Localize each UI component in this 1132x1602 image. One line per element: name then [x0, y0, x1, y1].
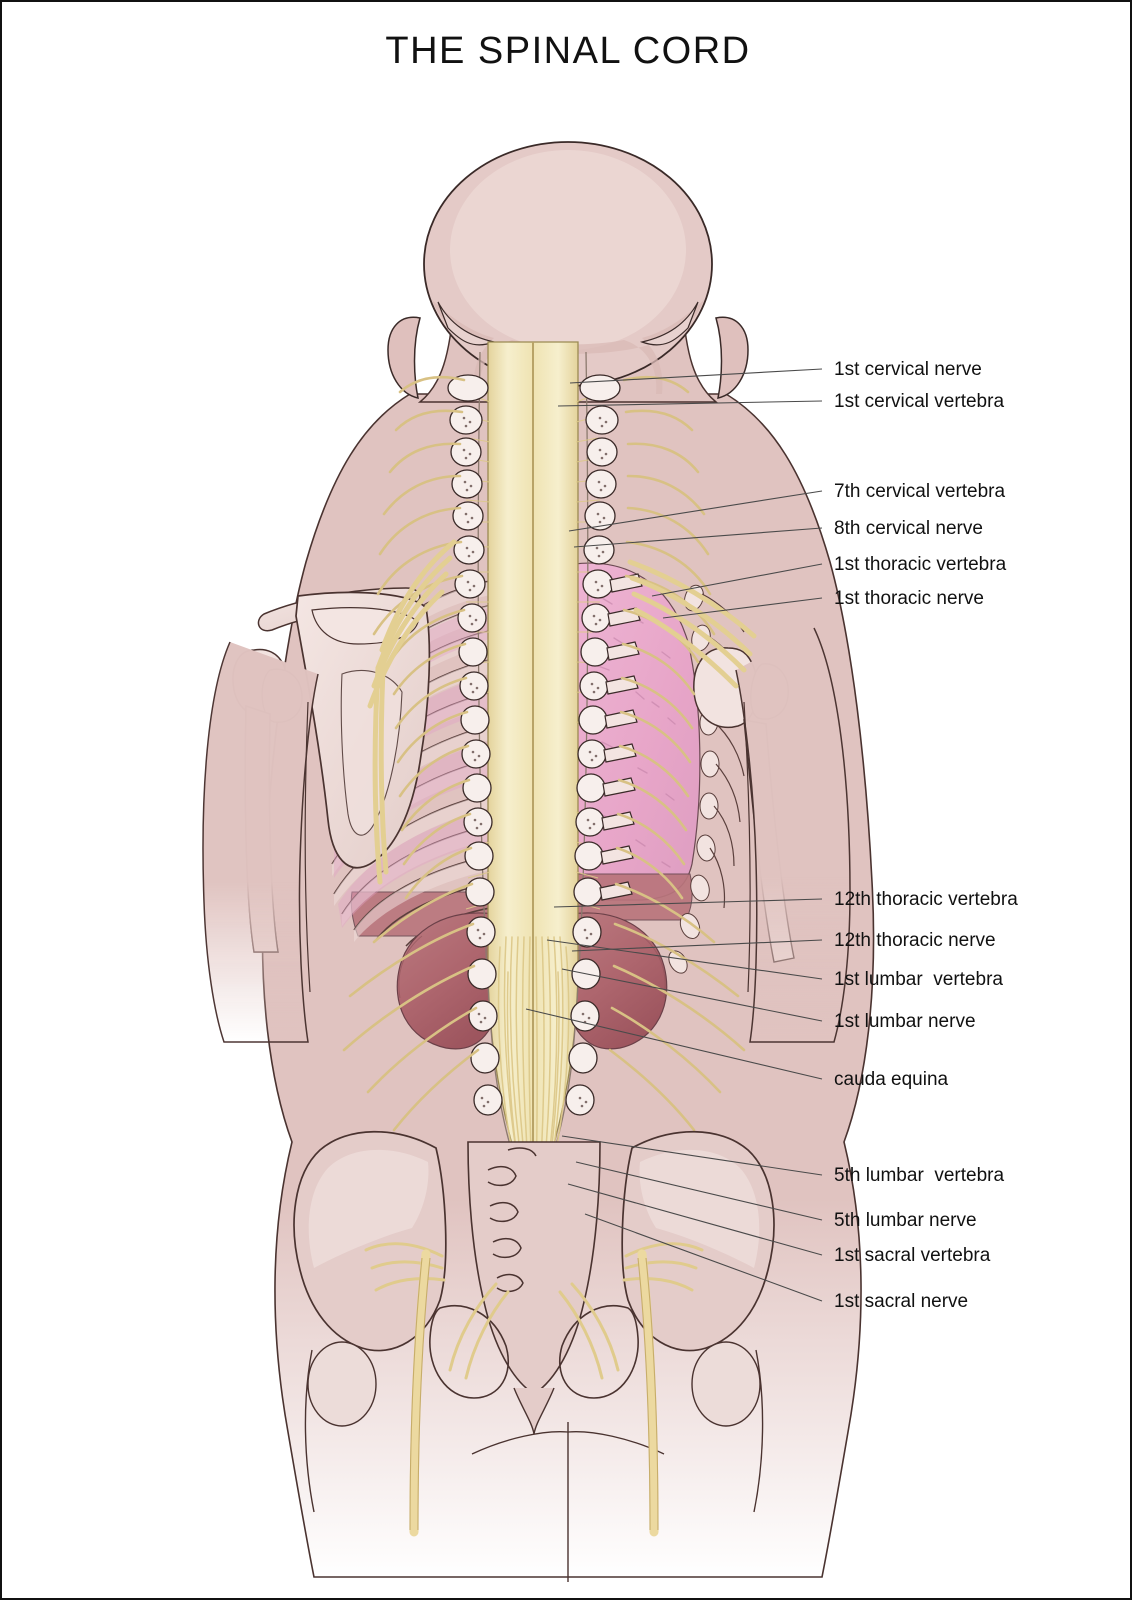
shoulder-girdle-left — [202, 587, 431, 1043]
label-c1-nerve: 1st cervical nerve — [834, 359, 982, 380]
leader-line-t1-vert — [651, 563, 823, 597]
leader-lines — [525, 368, 823, 1302]
leader-line-s1-vert — [567, 1183, 823, 1256]
sacral-plexus — [364, 1242, 704, 1380]
label-c8-nerve: 8th cervical nerve — [834, 518, 983, 539]
ear-right — [715, 316, 749, 399]
vertebrae-right — [565, 374, 621, 1116]
leader-line-t12-vert — [553, 898, 823, 908]
pelvis — [293, 1130, 775, 1582]
label-t12-nerve: 12th thoracic nerve — [834, 930, 996, 951]
leader-line-cauda — [525, 1008, 823, 1080]
label-l5-nerve: 5th lumbar nerve — [834, 1210, 977, 1231]
label-s1-nerve: 1st sacral nerve — [834, 1291, 969, 1312]
sciatic-nerve-left — [409, 1249, 431, 1537]
vertebral-column — [447, 374, 643, 1116]
leader-line-t1-nerve — [662, 597, 823, 619]
label-c7-vert: 7th cervical vertebra — [834, 481, 1006, 502]
label-l1-vert: 1st lumbar vertebra — [834, 969, 1003, 990]
label-l5-vert: 5th lumbar vertebra — [834, 1165, 1005, 1186]
leader-line-l1-vert — [546, 939, 823, 980]
leader-line-l1-nerve — [561, 968, 823, 1022]
sciatic-nerves — [409, 1249, 659, 1537]
ear-left — [387, 316, 421, 399]
leader-line-c8-nerve — [573, 527, 823, 548]
leader-line-s1-nerve — [584, 1213, 823, 1302]
leader-line-l5-nerve — [575, 1161, 823, 1221]
brachial-plexus-right — [627, 559, 757, 689]
leader-line-c1-vert — [557, 400, 823, 407]
label-t1-nerve: 1st thoracic nerve — [834, 588, 984, 609]
leader-line-l5-vert — [561, 1135, 823, 1176]
label-l1-nerve: 1st lumbar nerve — [834, 1011, 976, 1032]
leader-line-c1-nerve — [569, 368, 823, 384]
label-s1-vert: 1st sacral vertebra — [834, 1245, 991, 1266]
brachial-plexus-left — [367, 539, 457, 885]
label-t12-vert: 12th thoracic vertebra — [834, 889, 1018, 910]
label-c1-vert: 1st cervical vertebra — [834, 391, 1005, 412]
page-title: THE SPINAL CORD — [385, 30, 751, 72]
label-t1-vert: 1st thoracic vertebra — [834, 554, 1007, 575]
sciatic-nerve-right — [637, 1249, 659, 1537]
leader-line-c7-vert — [568, 490, 823, 532]
label-cauda: cauda equina — [834, 1069, 949, 1090]
